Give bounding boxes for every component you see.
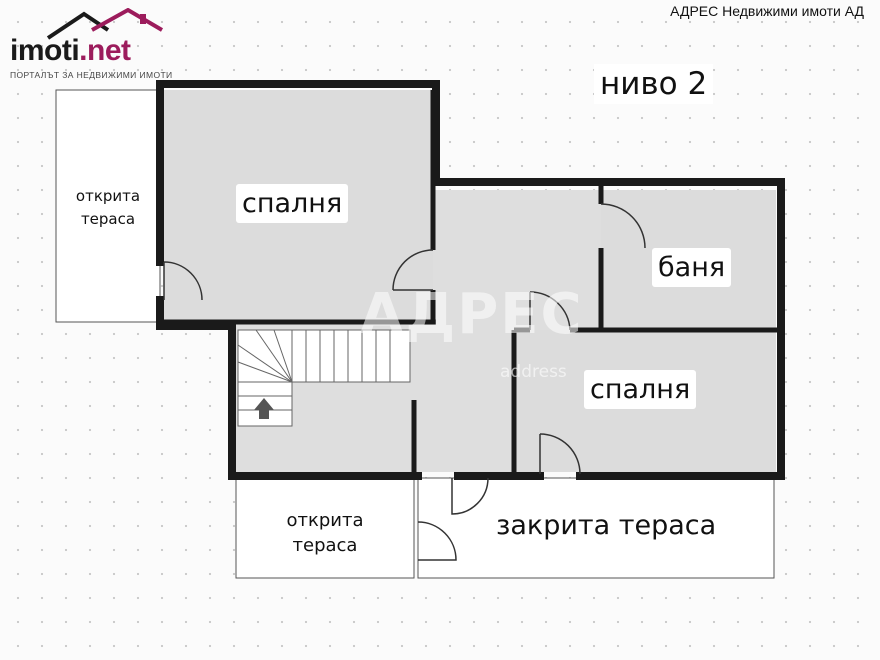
door-bedroom-to-terrace xyxy=(539,433,581,475)
door-open-terrace-bottom xyxy=(417,521,457,561)
open-terrace-bottom-line2: тераса xyxy=(292,535,358,556)
watermark-text: АДРЕС xyxy=(360,282,584,347)
door-bathroom xyxy=(600,203,646,249)
walls xyxy=(156,80,785,480)
company-name: АДРЕС Недвижими имоти АД xyxy=(670,3,864,19)
level-title: ниво 2 xyxy=(594,64,714,104)
watermark-subtext: address xyxy=(500,362,567,382)
room-label-bathroom: баня xyxy=(652,248,732,287)
inner-walls xyxy=(160,90,779,474)
open-terrace-left-line2: тераса xyxy=(80,210,136,228)
logo-accent: .net xyxy=(79,34,131,67)
up-arrow-icon xyxy=(254,398,274,419)
door-bedroom-top xyxy=(392,249,434,291)
room-label-bedroom-top: спалня xyxy=(236,184,349,223)
room-label-open-terrace-bottom: открита тераса xyxy=(240,508,410,558)
logo-tagline: ПОРТАЛЪТ ЗА НЕДВИЖИМИ ИМОТИ xyxy=(10,70,173,80)
open-terrace-bottom-line1: открита xyxy=(286,510,364,531)
open-terrace-left-line1: открита xyxy=(75,187,141,205)
open-terrace-bottom-fill xyxy=(235,477,415,579)
room-label-open-terrace-left: открита тераса xyxy=(60,185,156,231)
house-roof-icon xyxy=(46,8,164,40)
room-fills xyxy=(55,89,776,579)
door-closed-terrace xyxy=(451,477,489,515)
door-bedroom-right xyxy=(529,291,571,331)
doors xyxy=(163,203,646,561)
logo-wordmark: imoti.net xyxy=(10,34,131,68)
room-label-closed-terrace: закрита тераса xyxy=(496,510,717,541)
logo-main: imoti xyxy=(10,34,80,67)
room-label-bedroom-right: спалня xyxy=(584,370,697,409)
hallway-fill xyxy=(433,190,601,330)
door-terrace-left xyxy=(163,261,203,301)
open-terrace-left-fill xyxy=(55,89,161,323)
closed-terrace-fill xyxy=(417,477,775,579)
